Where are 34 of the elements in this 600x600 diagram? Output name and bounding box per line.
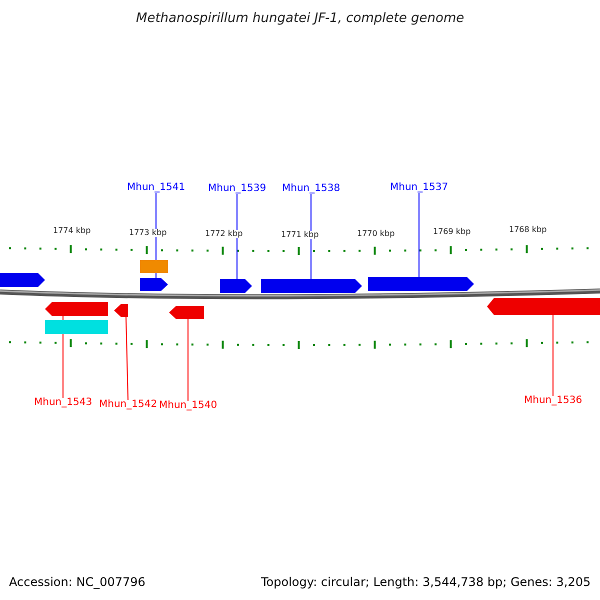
gene-feature: [114, 304, 128, 317]
leader-line: [552, 314, 554, 396]
gene-feature: [169, 306, 204, 319]
gene-label: Mhun_1543: [34, 398, 92, 408]
scale-label: 1769 kbp: [433, 228, 471, 236]
leader-line: [310, 194, 312, 280]
gene-feature: [261, 279, 362, 293]
gene-label: Mhun_1538: [282, 184, 340, 194]
gene-label: Mhun_1537: [390, 183, 448, 193]
gene-label: Mhun_1540: [159, 401, 218, 411]
gene-feature: [45, 302, 108, 316]
gene-feature: [220, 279, 252, 293]
leader-line: [236, 194, 238, 280]
title: Methanospirillum hungatei JF-1, complete genome: [136, 12, 464, 25]
gene-feature: [0, 273, 45, 287]
footer-text: Topology: circular; Length: 3,544,738 bp; Genes: 3,205: [261, 576, 591, 588]
leader-line: [418, 192, 420, 278]
gene-label: Mhun_1539: [208, 184, 266, 194]
scale-label: 1773 kbp: [129, 229, 167, 237]
scale-label: 1774 kbp: [53, 227, 91, 235]
gene-feature: [368, 277, 474, 291]
gene-feature: [487, 298, 600, 315]
feature-bar: [45, 320, 108, 334]
gene-feature: [140, 278, 168, 291]
leader-line: [126, 316, 128, 400]
scale-label: 1768 kbp: [509, 226, 547, 234]
feature-bar: [140, 260, 168, 273]
footer-text: Accession: NC_007796: [9, 576, 146, 588]
scale-label: 1772 kbp: [205, 230, 243, 238]
gene-label: Mhun_1541: [127, 183, 186, 193]
gene-label: Mhun_1536: [524, 396, 582, 406]
scale-label: 1771 kbp: [281, 231, 319, 239]
gene-label: Mhun_1542: [99, 400, 158, 410]
scale-label: 1770 kbp: [357, 230, 395, 238]
